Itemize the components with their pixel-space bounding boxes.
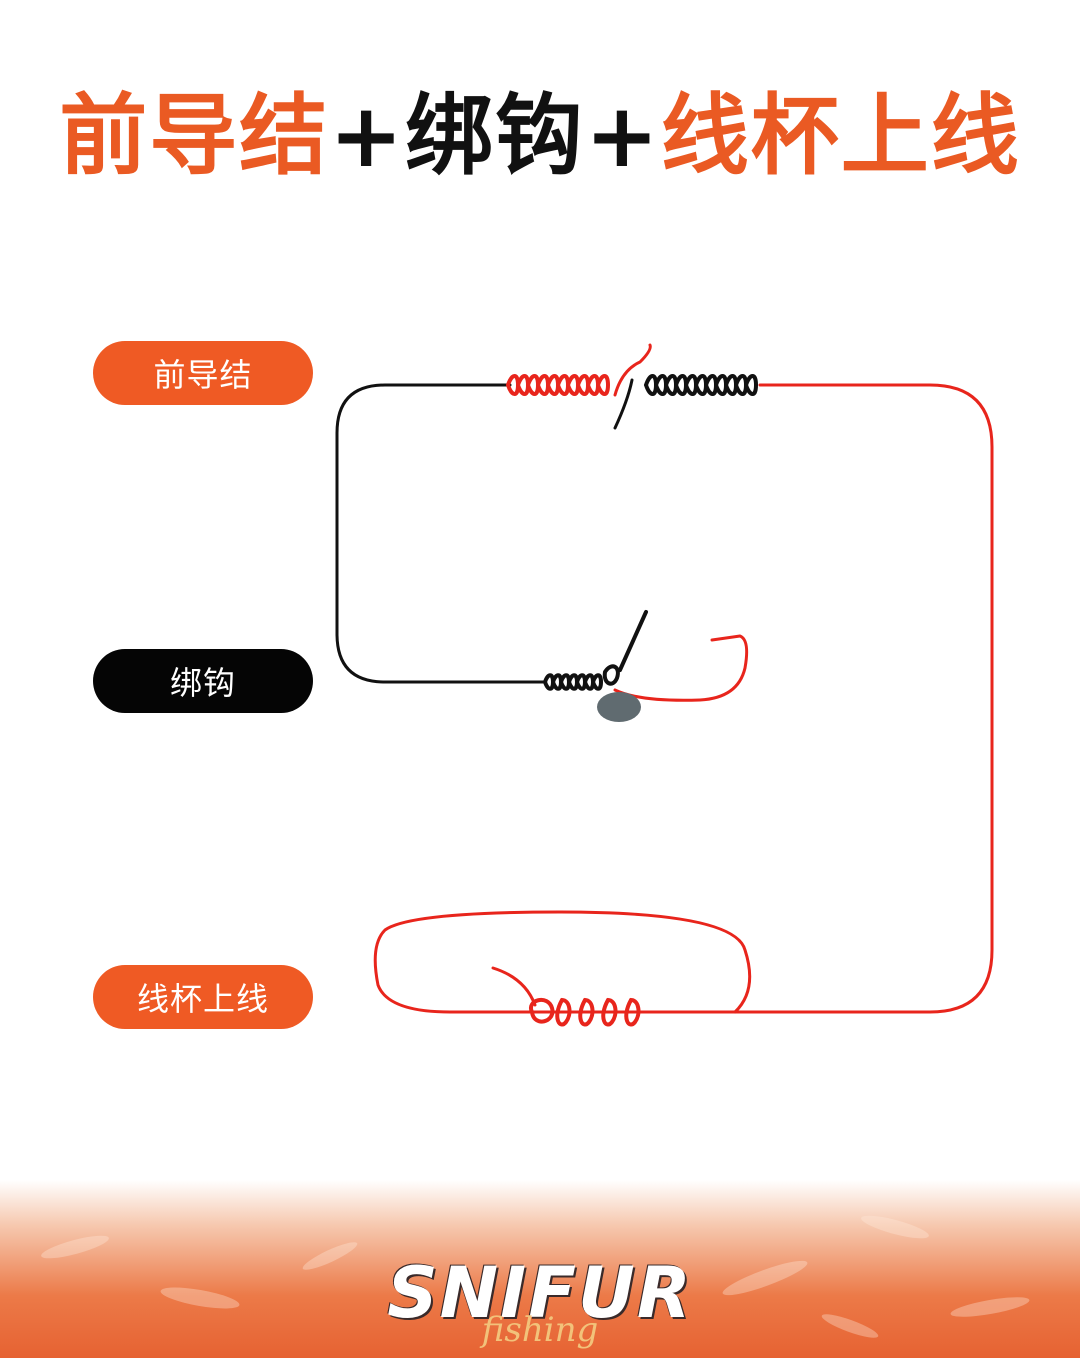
brand-logo-sub: fishing [481,1310,599,1350]
hook [613,634,749,702]
leader-knot-red-tag [613,343,652,397]
sinker [597,692,641,722]
hook-knot-coils [543,610,648,691]
title-plus: + [585,84,661,187]
title-part-hook-tie: 绑钩 [404,84,585,187]
leader-knot-black-tag [613,378,634,430]
label-spool-tie: 线杯上线 [93,965,313,1029]
leader-knot-red-coils [506,374,610,396]
leader-line [335,383,547,684]
main-line [638,383,994,1014]
knot-diagram [335,343,994,1027]
title-part-leader-knot: 前导结 [59,84,330,187]
label-leader-knot: 前导结 [93,341,313,405]
label-hook-tie: 绑钩 [93,649,313,713]
footer-banner: SNIFUR fishing [0,1180,1080,1358]
leader-knot-black-coils [644,374,758,396]
spool-tag [491,966,537,1007]
brand-logo: SNIFUR [387,1252,693,1334]
title-part-spool-tie: 线杯上线 [660,84,1021,187]
title-plus: + [329,84,405,187]
page-title: 前导结+绑钩+线杯上线 [0,92,1080,180]
spool-knot-coils [529,997,641,1027]
spool-loop [373,910,752,1014]
